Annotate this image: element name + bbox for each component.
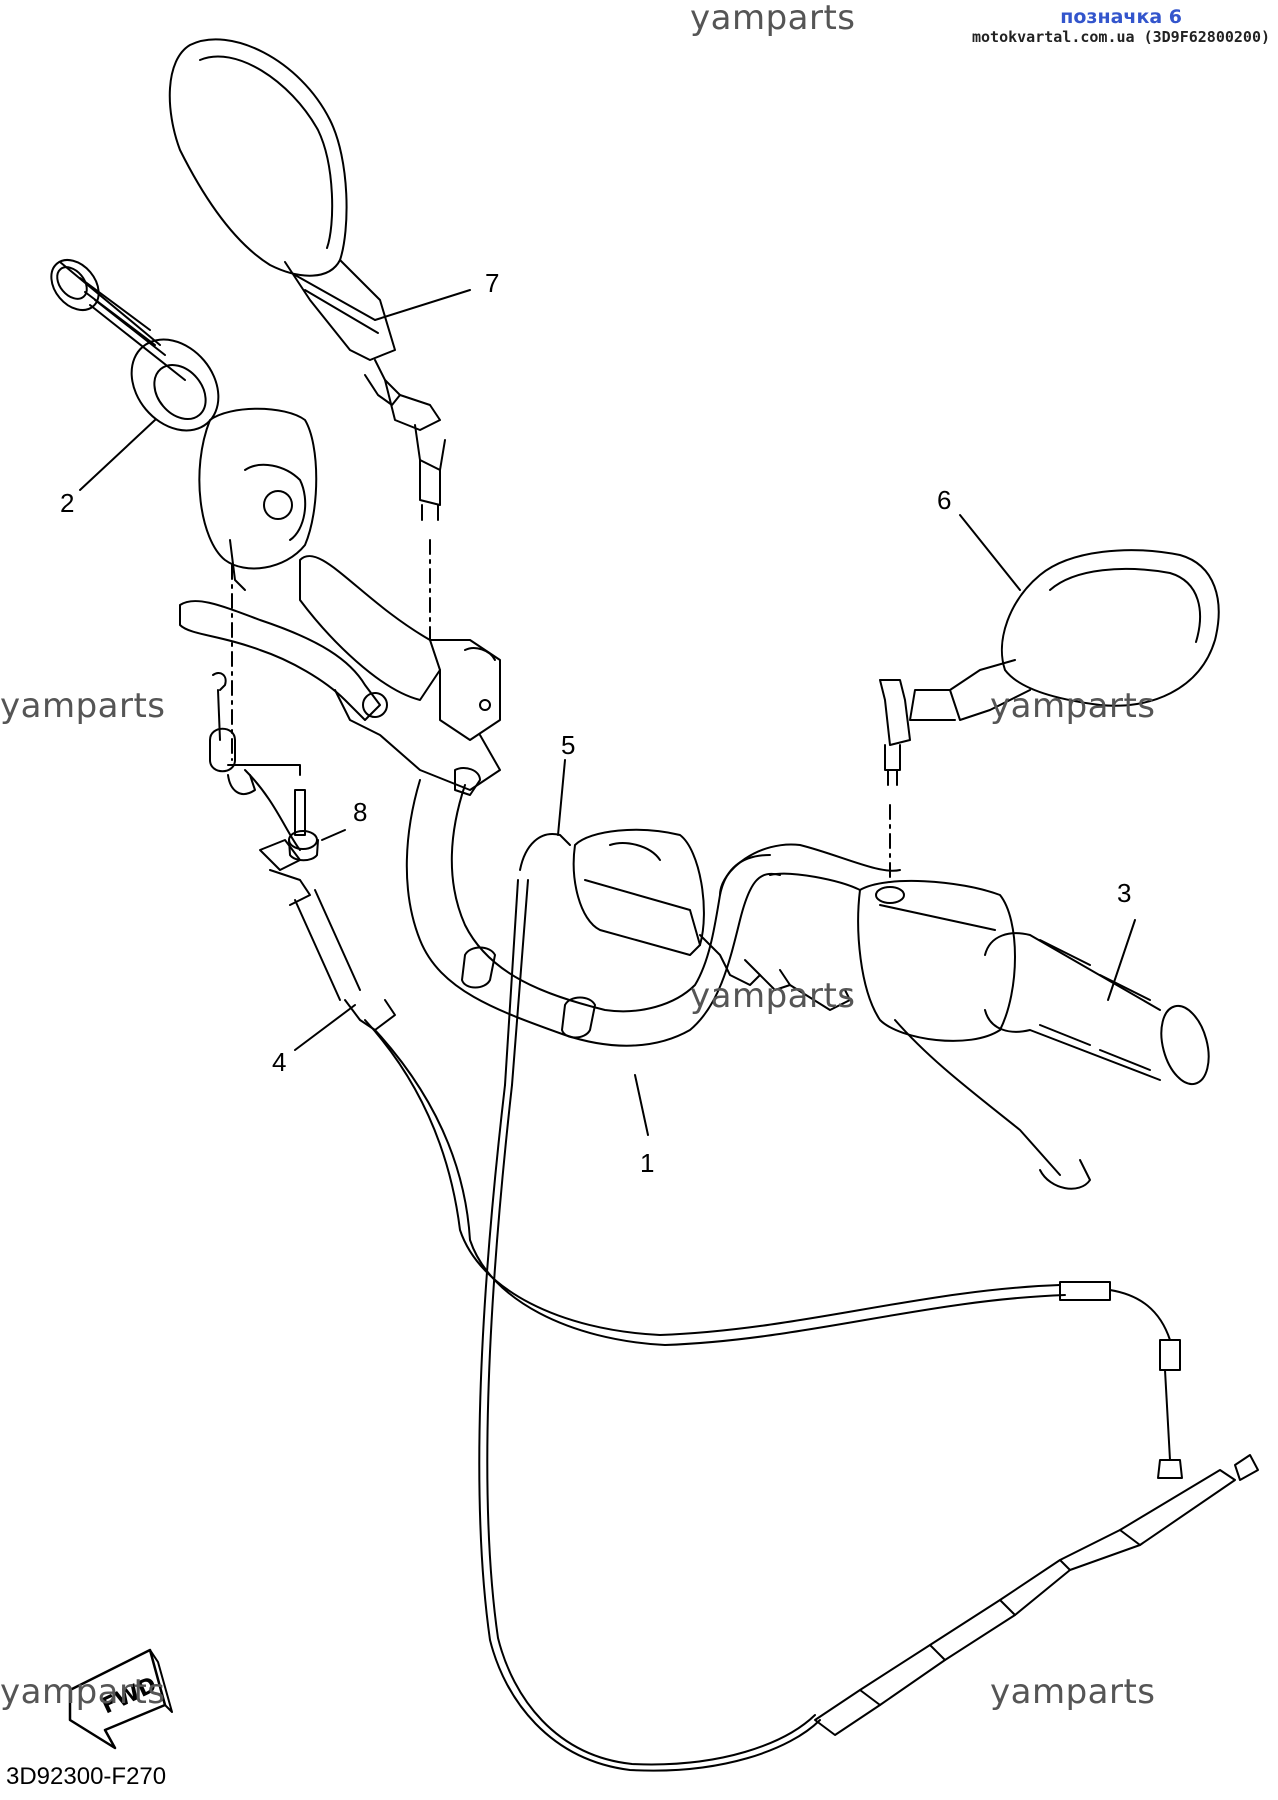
clutch-cable	[478, 833, 1259, 1772]
leader-line-1	[634, 1074, 649, 1136]
watermark-center: yamparts	[690, 976, 856, 1016]
header-tag: позначка 6	[1060, 6, 1182, 28]
leader-line-7	[374, 289, 471, 321]
bolt-8	[227, 764, 319, 862]
callout-5: 5	[561, 730, 576, 760]
handlebar	[405, 779, 901, 1047]
lever-left	[179, 599, 501, 791]
callout-2: 2	[60, 488, 75, 518]
leader-line-8	[321, 829, 346, 841]
leader-line-4	[294, 1004, 356, 1051]
watermark-bottom-left: yamparts	[0, 1672, 166, 1712]
callout-6: 6	[937, 485, 952, 515]
watermark-left: yamparts	[0, 686, 166, 726]
mirror-left	[168, 38, 446, 641]
grip-right	[984, 932, 1210, 1086]
callout-1: 1	[640, 1148, 655, 1178]
switch-housing-left	[198, 407, 318, 761]
drawing-code: 3D92300-F270	[6, 1763, 167, 1790]
header-source: motokvartal.com.ua (3D9F62800200)	[971, 28, 1270, 46]
mirror-right	[879, 549, 1220, 881]
leader-line-2	[79, 419, 156, 491]
master-cylinder	[299, 555, 501, 796]
watermark-right: yamparts	[990, 686, 1156, 726]
callout-7: 7	[485, 268, 500, 298]
throttle-housing	[857, 879, 1091, 1190]
switch-housing-right	[572, 828, 851, 1011]
callout-4: 4	[272, 1047, 287, 1077]
watermark-bottom-right: yamparts	[990, 1672, 1156, 1712]
watermark-top: yamparts	[690, 0, 856, 38]
callout-8: 8	[353, 797, 368, 827]
throttle-cable	[209, 672, 1183, 1479]
leader-line-3	[1107, 919, 1136, 1001]
leader-line-5	[557, 759, 566, 836]
callout-3: 3	[1117, 878, 1132, 908]
leader-line-6	[959, 514, 1021, 591]
grip-left	[50, 258, 220, 432]
